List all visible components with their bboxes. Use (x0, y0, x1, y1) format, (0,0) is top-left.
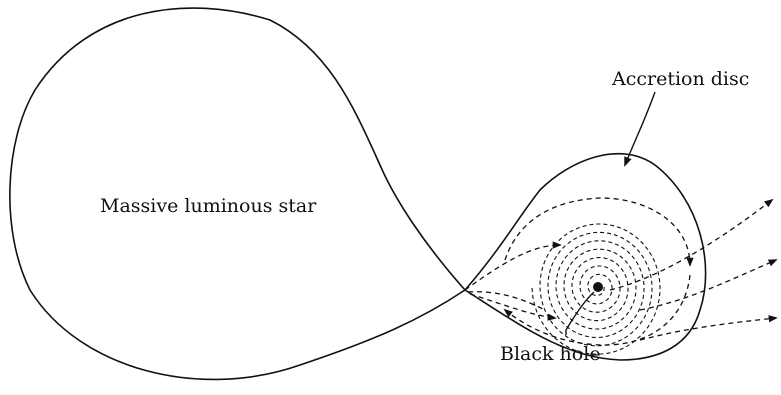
outer-flow-top (505, 198, 690, 265)
disc-pointer (625, 92, 655, 165)
black-hole-roche-lobe (465, 154, 706, 360)
gas-stream-lower (470, 294, 555, 318)
disc-label: Accretion disc (611, 68, 749, 90)
gas-stream-upper (465, 245, 560, 290)
escaping-stream-middle (640, 260, 776, 310)
escaping-stream-upper (610, 200, 772, 290)
black-hole-dot (593, 282, 603, 292)
star-label: Massive luminous star (100, 195, 317, 217)
gas-stream-middle (468, 292, 545, 310)
star-roche-lobe (10, 8, 465, 379)
hole-label: Black hole (500, 343, 601, 365)
